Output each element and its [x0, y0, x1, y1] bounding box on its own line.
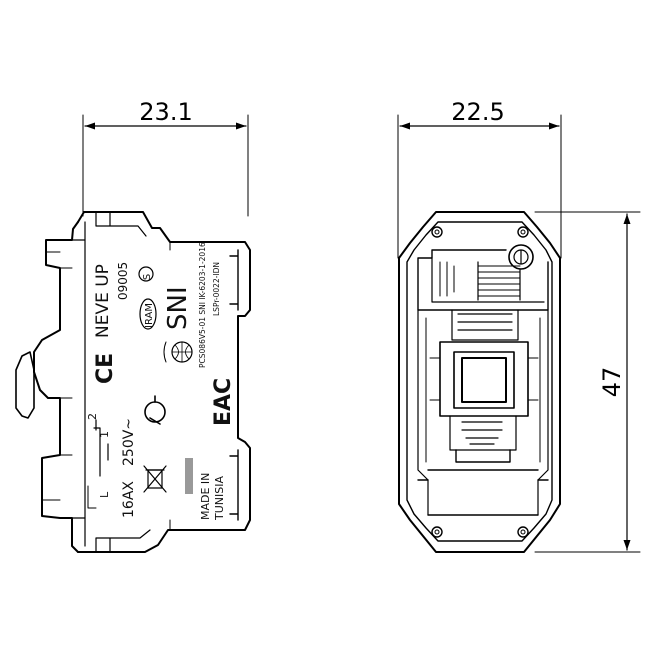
- front-view: [398, 211, 561, 553]
- front-actuator-key: [461, 357, 507, 403]
- front-height-label: 47: [598, 367, 626, 398]
- front-height-dimension: 47: [534, 211, 641, 553]
- side-markings: NEVE UP 09005 S SNI IRAM PCS086V5-01 SNI…: [86, 242, 236, 521]
- eac-mark: EAC: [211, 378, 236, 426]
- origin-line-1: MADE IN: [199, 473, 212, 520]
- side-body-outline: [77, 211, 251, 553]
- ce-mark: CE: [93, 353, 118, 384]
- cert-line-1: PCS086V5-01 SNI IK-6203-1-2016: [198, 242, 207, 368]
- front-width-dimension: 22.5: [397, 98, 562, 259]
- front-actuator-outer: [439, 341, 529, 417]
- front-inner-frame: [406, 221, 553, 542]
- front-outer-frame: [398, 211, 561, 553]
- cert-line-2: LSPr-0022-IDN: [212, 262, 221, 316]
- terminal-screw-icon: [508, 244, 534, 270]
- origin-line-2: TUNISIA: [213, 476, 226, 521]
- front-bottom-screw-icon: [431, 526, 529, 538]
- current-rating: 16AX: [121, 481, 137, 518]
- side-key-pad: [15, 351, 35, 419]
- s-mark-letter: S: [142, 274, 153, 280]
- terminal-l-label: L: [98, 491, 111, 498]
- side-width-dimension: 23.1: [82, 98, 249, 217]
- terminal-2-label: 2: [86, 413, 99, 420]
- code-text: 09005: [116, 262, 130, 300]
- side-view: [15, 211, 251, 553]
- side-terminal-bottom: [229, 449, 239, 521]
- terminal-diagram: 2 1 L: [86, 413, 111, 498]
- front-top-screw-icon: [431, 226, 529, 238]
- sni-text: SNI: [163, 286, 193, 330]
- side-front-plate: [33, 221, 79, 553]
- front-mechanism-bottom: [449, 415, 517, 451]
- weee-bin-icon: [143, 465, 167, 493]
- brand-text: NEVE UP: [93, 264, 113, 338]
- voltage-rating: 250V~: [121, 418, 137, 466]
- iram-mark-icon: [139, 298, 157, 330]
- front-spring-detail: [439, 261, 455, 297]
- q-cert-icon: [144, 395, 166, 425]
- front-actuator-inner: [453, 351, 515, 409]
- front-width-label: 22.5: [451, 98, 504, 126]
- globe-cert-icon: [163, 341, 193, 363]
- s-mark-icon: [138, 266, 154, 282]
- iram-text: IRAM: [144, 303, 155, 328]
- terminal-1-label: 1: [98, 431, 111, 438]
- weee-bar: [185, 458, 193, 494]
- side-width-label: 23.1: [139, 98, 192, 126]
- side-terminal-top: [229, 249, 239, 311]
- front-mechanism-top: [451, 309, 519, 341]
